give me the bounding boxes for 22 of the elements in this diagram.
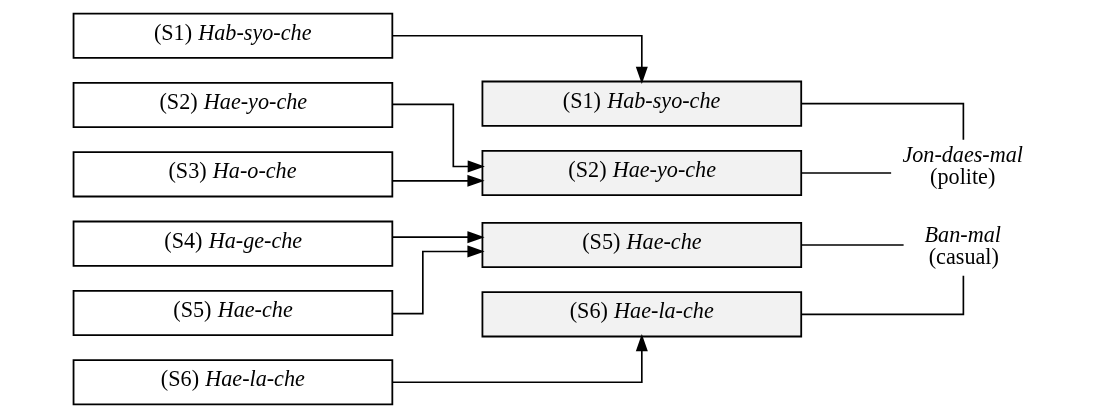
connector — [800, 244, 905, 246]
node-box: (S1) Hab-syo-che — [481, 80, 803, 127]
node-box: (S5) Hae-che — [481, 221, 803, 269]
arrow — [391, 34, 648, 84]
node-box: (S6) Hae-la-che — [72, 359, 394, 406]
node-box: (S2) Hae-yo-che — [481, 149, 803, 197]
connector — [800, 102, 965, 141]
node-text: Ban-mal (casual) — [924, 221, 1001, 270]
node-box: (S5) Hae-che — [72, 289, 394, 337]
node-box: (S4) Ha-ge-che — [72, 220, 394, 267]
arrow — [391, 231, 485, 244]
arrow — [391, 245, 485, 315]
arrow — [391, 103, 485, 173]
connector — [800, 172, 892, 174]
node-box: (S1) Hab-syo-che — [72, 12, 394, 59]
arrow — [391, 174, 485, 187]
arrow — [391, 334, 648, 384]
connector — [800, 274, 965, 316]
node-text: Jon-daes-mal (polite) — [902, 141, 1023, 189]
node-box: (S6) Hae-la-che — [481, 291, 803, 338]
node-box: (S2) Hae-yo-che — [72, 81, 394, 129]
node-box: (S3) Ha-o-che — [72, 151, 394, 198]
